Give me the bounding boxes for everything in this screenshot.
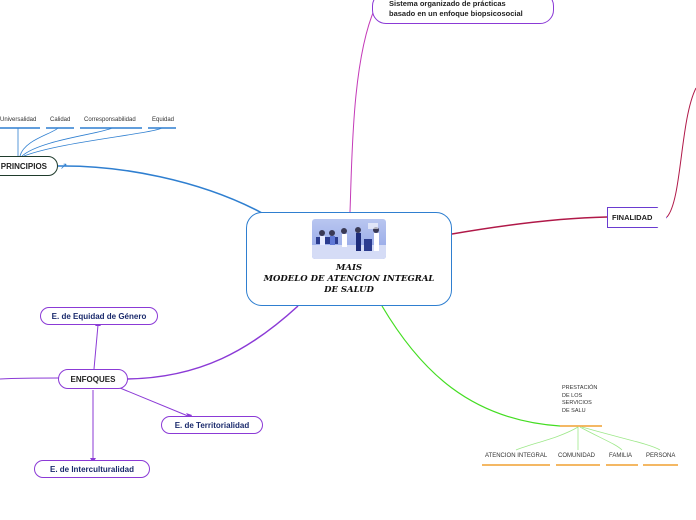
finalidad-label: FINALIDAD <box>612 213 653 222</box>
principio-universalidad[interactable]: Universalidad <box>0 117 37 123</box>
topic-enfoques[interactable]: ENFOQUES <box>58 369 128 389</box>
principio-corresponsabilidad[interactable]: Corresponsabilidad <box>84 117 136 123</box>
topic-system-description[interactable]: Sistema organizado de prácticas basado e… <box>372 0 554 24</box>
enfoque-territorialidad[interactable]: E. de Territorialidad <box>161 416 263 434</box>
topic-prestacion-servicios[interactable]: PRESTACIÓN DE LOS SERVICIOS DE SALU <box>562 385 610 415</box>
central-topic[interactable]: MAIS MODELO DE ATENCION INTEGRAL DE SALU… <box>246 212 452 306</box>
enfoque-interculturalidad[interactable]: E. de Interculturalidad <box>34 460 150 478</box>
central-title: MAIS MODELO DE ATENCION INTEGRAL DE SALU… <box>264 263 435 296</box>
prestacion-persona[interactable]: PERSONA <box>646 453 676 459</box>
principios-label: PRINCIPIOS <box>0 161 47 171</box>
connector-principios <box>57 165 263 214</box>
prestacion-line3: SERVICIOS <box>562 400 592 406</box>
enfoque-equidad-genero-label: E. de Equidad de Género <box>51 311 147 321</box>
principio-equidad[interactable]: Equidad <box>152 117 175 123</box>
connector-prestacion <box>381 305 561 427</box>
system-line2: basado en un enfoque biopsicosocial <box>389 9 523 18</box>
connector-finalidad <box>451 216 608 235</box>
prestacion-line4: DE SALU <box>562 407 586 414</box>
central-title-line3: DE SALUD <box>324 285 374 295</box>
system-line1: Sistema organizado de prácticas <box>389 0 506 8</box>
principio-calidad[interactable]: Calidad <box>50 117 71 123</box>
clinic-illustration <box>312 219 386 259</box>
enfoque-territorialidad-label: E. de Territorialidad <box>174 420 250 430</box>
topic-finalidad[interactable]: FINALIDAD <box>607 207 667 228</box>
enfoque-equidad-genero[interactable]: E. de Equidad de Género <box>40 307 158 325</box>
prestacion-familia[interactable]: FAMILIA <box>609 453 633 459</box>
connector-enfoques-out <box>0 377 61 380</box>
connector-enfoques <box>126 305 299 380</box>
external-link-icon[interactable]: ↗ <box>60 161 68 171</box>
prestacion-atencion-integral[interactable]: ATENCION INTEGRAL <box>485 453 548 459</box>
connector-system <box>349 7 376 213</box>
prestacion-comunidad[interactable]: COMUNIDAD <box>558 453 595 459</box>
prestacion-line2: DE LOS <box>562 392 583 399</box>
central-title-line2: MODELO DE ATENCION INTEGRAL <box>263 274 435 284</box>
connector-finalidad-out <box>666 87 696 218</box>
prestacion-line1: PRESTACIÓN <box>562 385 598 391</box>
enfoque-interculturalidad-label: E. de Interculturalidad <box>49 464 134 474</box>
central-title-line1: MAIS <box>335 263 363 273</box>
topic-principios[interactable]: PRINCIPIOS <box>0 156 58 176</box>
enfoques-label: ENFOQUES <box>70 374 116 384</box>
